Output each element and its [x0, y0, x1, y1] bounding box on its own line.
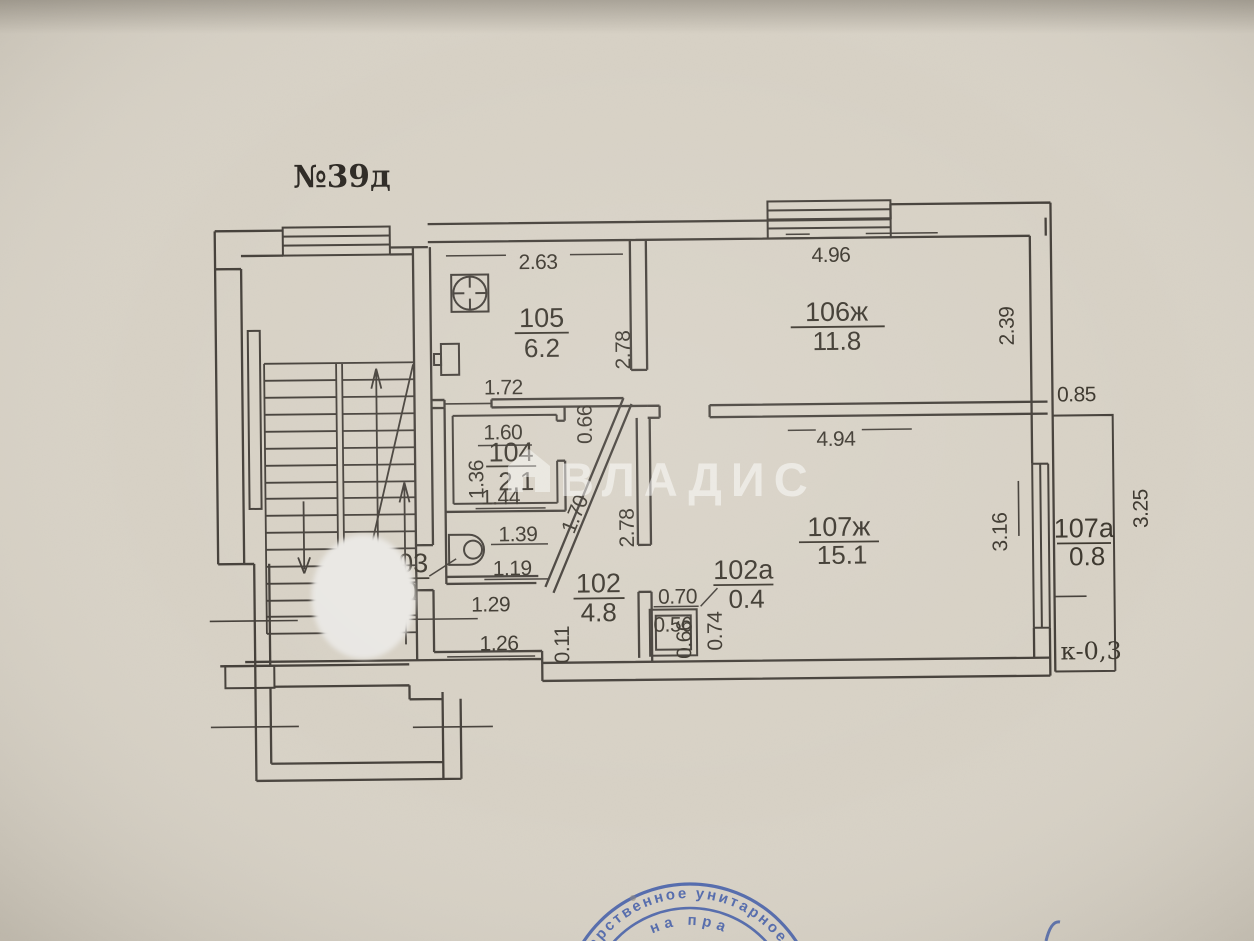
- top-shadow: [0, 0, 1254, 34]
